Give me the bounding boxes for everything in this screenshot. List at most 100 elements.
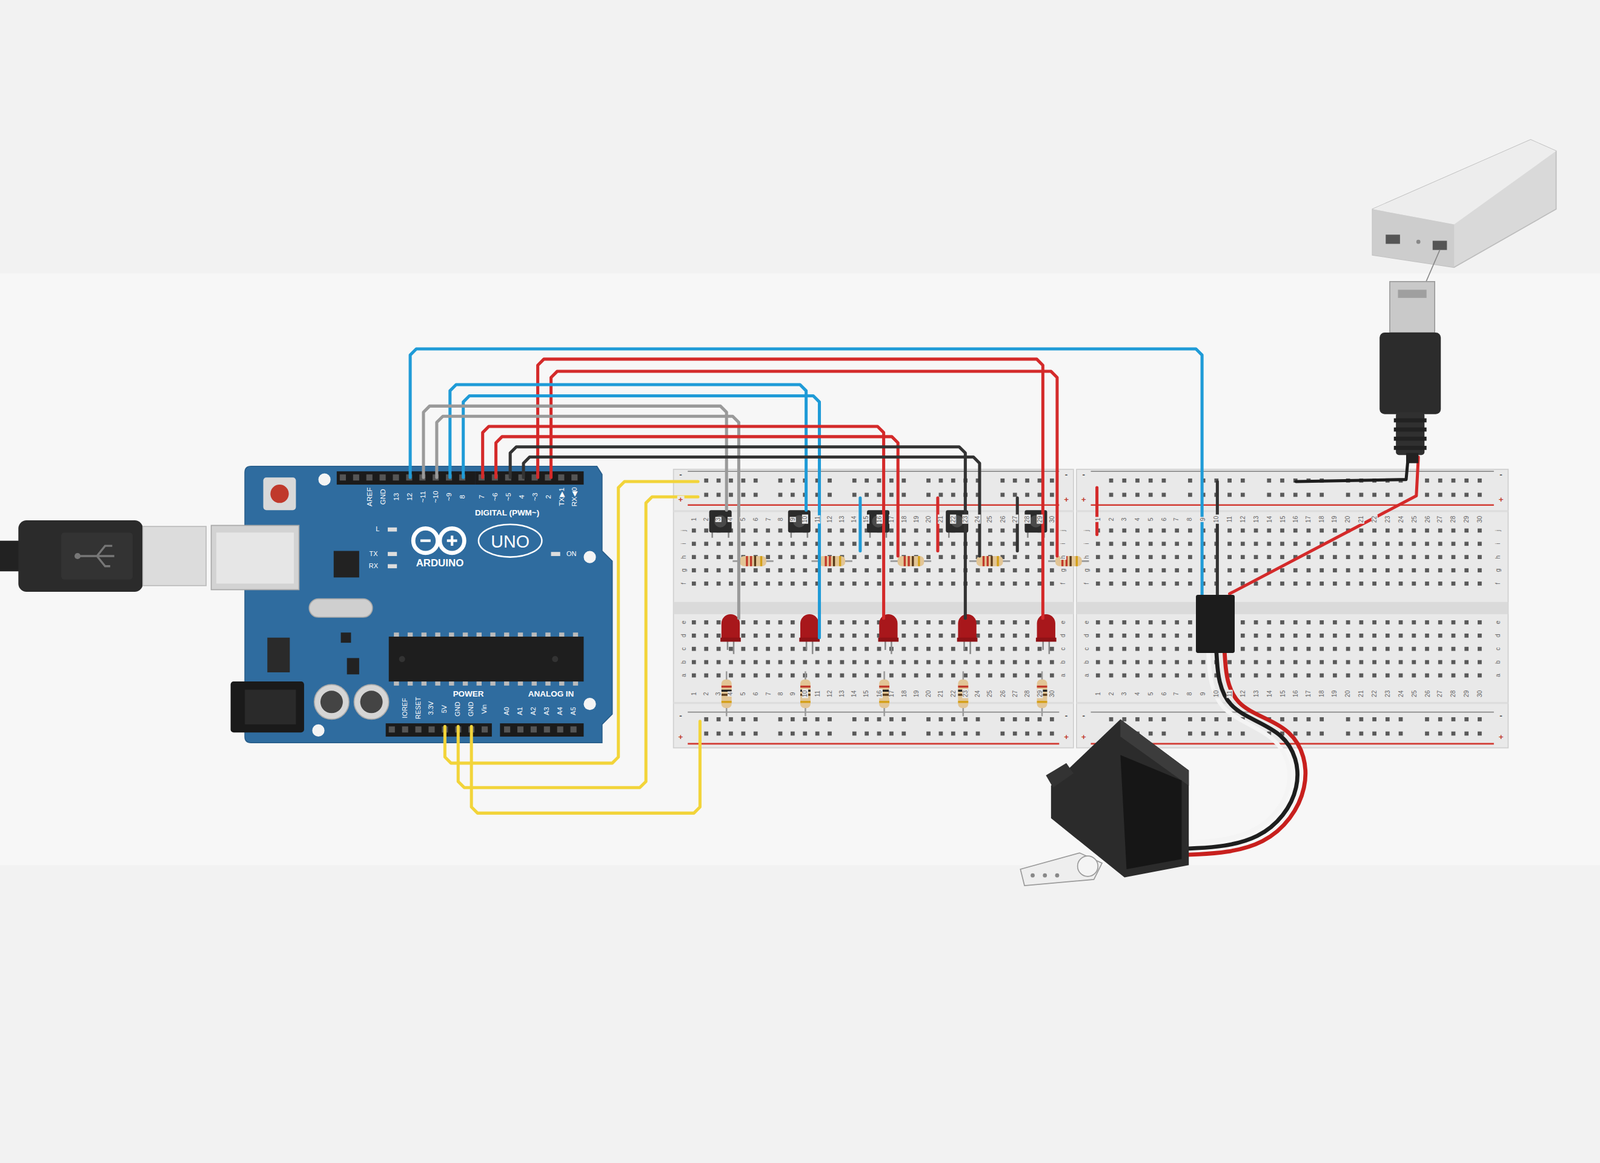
breadboard: [1451, 647, 1456, 652]
jumper-wires: [471, 721, 700, 814]
breadboard-index: d: [680, 633, 687, 639]
breadboard: [901, 717, 906, 722]
breadboard: [1091, 471, 1494, 712]
breadboard: [716, 647, 721, 652]
breadboard: [1240, 554, 1245, 560]
breadboard: [975, 620, 981, 625]
breadboard: [1240, 568, 1245, 573]
rail-sign: +: [1497, 496, 1505, 505]
breadboard: [1095, 554, 1101, 560]
breadboard: [1121, 647, 1127, 652]
arduino-board: [387, 551, 397, 557]
breadboard: [1385, 620, 1390, 625]
breadboard: [1306, 633, 1312, 638]
power-bank: [1389, 281, 1435, 333]
breadboard-index: 18: [900, 689, 907, 699]
breadboard: [1424, 568, 1430, 573]
breadboard: [864, 660, 869, 665]
breadboard: [1385, 660, 1390, 665]
breadboard: [1306, 717, 1312, 722]
breadboard: [1121, 493, 1127, 498]
breadboard: [1227, 528, 1232, 533]
breadboard: [691, 660, 697, 665]
breadboard-components: [907, 556, 910, 567]
breadboard: [1464, 647, 1469, 652]
breadboard: [864, 673, 869, 678]
breadboard: [864, 620, 869, 625]
breadboard: [691, 554, 697, 560]
breadboard: [1293, 660, 1298, 665]
breadboard: [1477, 620, 1482, 625]
breadboard: [1012, 568, 1018, 573]
breadboard: [728, 731, 734, 737]
servo-motor: [1055, 873, 1060, 878]
breadboard-index: 7: [765, 516, 772, 523]
breadboard-index: 24: [974, 689, 981, 699]
breadboard: [951, 717, 956, 722]
breadboard: [703, 731, 709, 737]
breadboard-index: c: [1495, 646, 1502, 652]
breadboard: [1293, 528, 1298, 533]
breadboard-index: 17: [1305, 689, 1312, 699]
pin-label: A1: [517, 706, 525, 717]
breadboard: [877, 493, 882, 498]
breadboard: [1174, 528, 1179, 533]
breadboard: [778, 673, 783, 678]
breadboard: [1424, 554, 1430, 560]
breadboard: [765, 581, 771, 586]
breadboard: [778, 731, 783, 737]
breadboard: [1464, 620, 1469, 625]
breadboard: [901, 731, 906, 737]
pin-label: 3.3V: [428, 700, 435, 717]
breadboard: [1398, 581, 1404, 586]
breadboard: [1240, 528, 1245, 533]
breadboard-components: [720, 637, 741, 643]
breadboard: [926, 568, 931, 573]
background: [0, 273, 1600, 866]
breadboard: [753, 568, 758, 573]
breadboard-components: [990, 556, 993, 567]
breadboard-index: 6: [752, 691, 759, 697]
breadboard: [901, 673, 906, 678]
breadboard: [691, 568, 697, 573]
breadboard: [951, 620, 956, 625]
breadboard-index: 2: [1108, 691, 1115, 697]
arduino-board: [421, 632, 427, 637]
breadboard: [1240, 633, 1245, 638]
breadboard: [877, 660, 882, 665]
breadboard: [778, 493, 783, 498]
breadboard: [1227, 581, 1232, 586]
breadboard: [1385, 581, 1390, 586]
arduino-board: [308, 599, 372, 618]
breadboard: [1188, 673, 1193, 678]
breadboard: [1188, 528, 1193, 533]
arduino-board: [267, 637, 290, 673]
rail-sign: +: [1080, 496, 1087, 505]
breadboard: [716, 493, 721, 498]
breadboard: [703, 541, 709, 546]
breadboard: [1332, 528, 1338, 533]
servo-motor: [1195, 594, 1235, 654]
breadboard: [1037, 581, 1043, 586]
breadboard: [951, 493, 956, 498]
breadboard: [703, 633, 709, 638]
breadboard-index: 18: [1318, 514, 1325, 525]
power-bank: [1372, 139, 1556, 225]
breadboard: [1174, 554, 1179, 560]
breadboard: [716, 673, 721, 678]
breadboard: [1293, 633, 1298, 638]
breadboard: [753, 478, 758, 483]
breadboard: [1306, 647, 1312, 652]
arduino-board: [211, 525, 300, 590]
breadboard: [914, 528, 919, 533]
breadboard: [1464, 633, 1469, 638]
power-bank: [1385, 234, 1401, 244]
arduino-board: [545, 632, 551, 637]
breadboard: [740, 620, 746, 625]
breadboard: [1025, 493, 1030, 498]
arduino-board: [347, 657, 360, 675]
breadboard-index: 11: [1226, 514, 1233, 524]
breadboard: [778, 647, 783, 652]
breadboard: [1438, 568, 1443, 573]
